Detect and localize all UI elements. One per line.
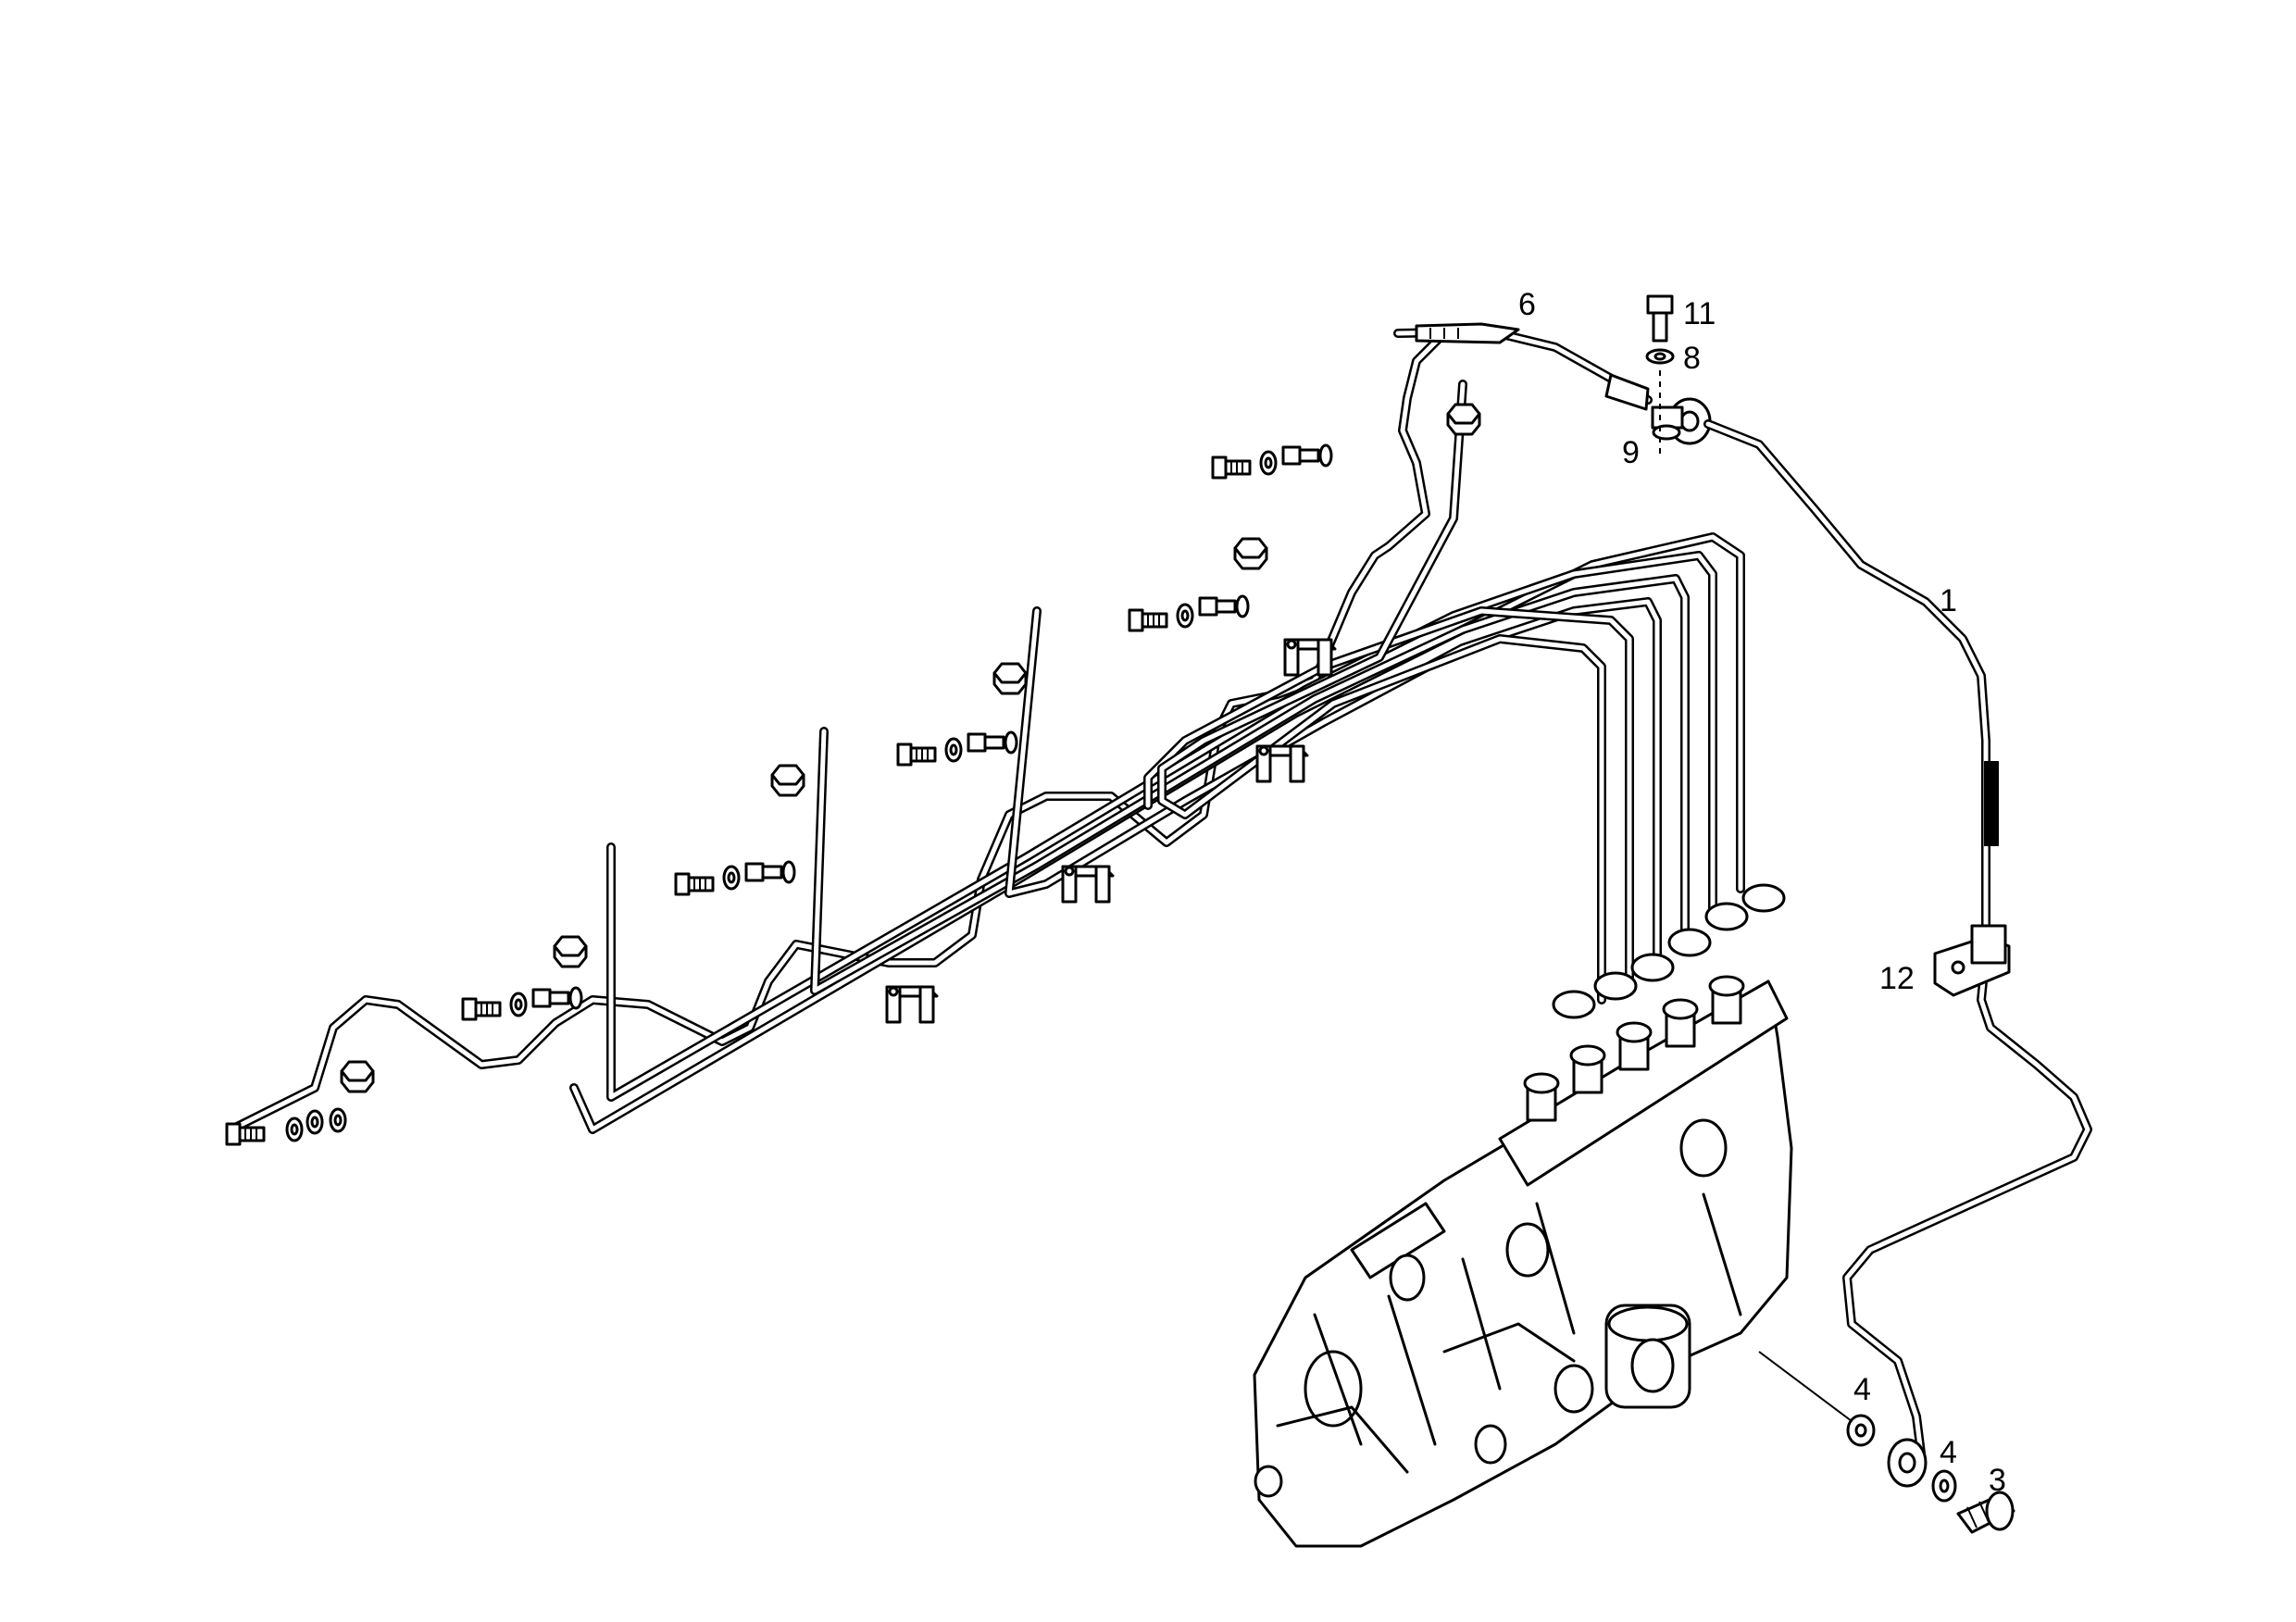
callout-3: 3 (1989, 1463, 2006, 1498)
fuel-feed-pipe-1 (1703, 419, 2092, 1458)
callout-12: 12 (1879, 961, 1915, 996)
callout-1: 1 (1940, 583, 1957, 618)
callouts: 6 11 8 9 1 12 4 4 3 (1518, 287, 2006, 1498)
injection-pump (1253, 975, 1793, 1548)
callout-11: 11 (1683, 296, 1716, 331)
banjo-bolt-3 (1956, 1491, 2015, 1534)
return-hose (1393, 322, 1653, 411)
delivery-valves (1523, 975, 1745, 1122)
callout-4b: 4 (1940, 1435, 1957, 1470)
pump-inlet-washer-4 (1758, 1351, 1876, 1447)
injection-pipe-bundle (569, 380, 1745, 1134)
banjo-union-9 (1651, 370, 1712, 458)
sealing-washer-8 (1645, 348, 1675, 365)
callout-4a: 4 (1853, 1372, 1871, 1407)
callout-8: 8 (1683, 341, 1701, 376)
sealing-washer-4 (1931, 1469, 1957, 1503)
pipe-end-nuts (1552, 883, 1786, 1019)
banjo-union-bottom (1887, 1438, 1928, 1488)
union-bolt-11 (1646, 294, 1674, 343)
callout-9: 9 (1622, 435, 1640, 470)
callout-6: 6 (1518, 287, 1536, 322)
pipe-clamp-12 (1933, 924, 2011, 997)
